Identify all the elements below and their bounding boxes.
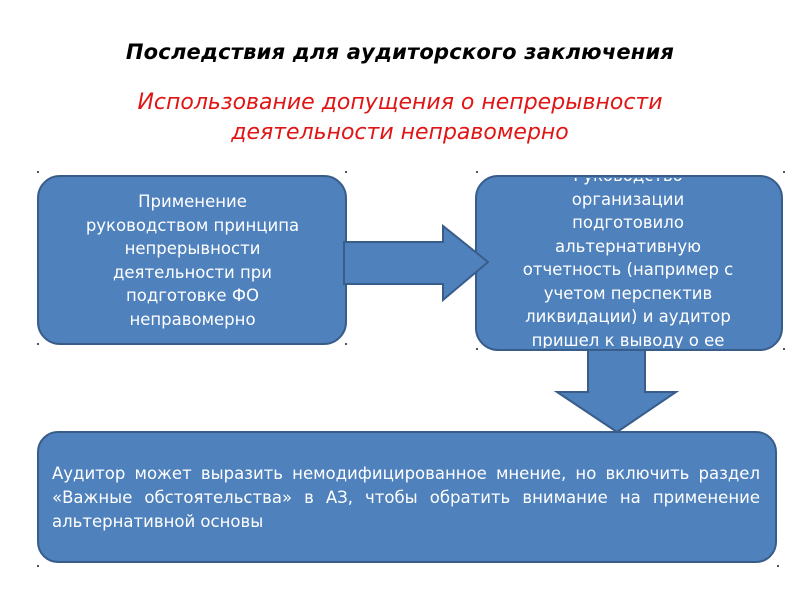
box-bottom	[37, 431, 777, 563]
subtitle-line: Использование допущения о непрерывности	[137, 90, 663, 115]
box-right-text: Руководство организации подготовило альт…	[488, 178, 768, 348]
box-left-line: неправомерно	[129, 309, 256, 329]
box-right-line: альтернативную	[554, 236, 702, 256]
decor-dot	[476, 348, 478, 350]
box-bottom-text: Аудитор может выразить немодифицированно…	[52, 464, 760, 531]
box-right-line: Руководство	[488, 178, 768, 188]
box-right-line: пришел к выводу о ее	[531, 330, 725, 349]
decor-dot	[37, 343, 39, 345]
box-left-line: непрерывности	[124, 239, 261, 258]
box-right-line: организации	[571, 189, 685, 209]
decor-dot	[783, 348, 785, 350]
box-right-line: подготовило	[572, 213, 684, 232]
decor-dot	[345, 343, 347, 345]
slide-title: Последствия для аудиторского заключения	[125, 40, 675, 64]
decor-dot	[37, 171, 39, 173]
box-left-line: руководством принципа	[85, 215, 300, 235]
decor-dot	[345, 171, 347, 173]
box-left-line: подготовке ФО	[125, 286, 260, 305]
decor-dot	[476, 171, 478, 173]
decor-dot	[783, 171, 785, 173]
box-right-line: ликвидации) и аудитор	[525, 307, 731, 326]
box-left-text: Применение руководством принципа непреры…	[50, 190, 335, 331]
subtitle-line: деятельности неправомерно	[231, 120, 569, 145]
arrow-down	[553, 349, 680, 434]
box-left-line: Применение	[138, 192, 247, 211]
box-right-line: учетом перспектив	[543, 283, 713, 303]
arrow-right	[343, 223, 490, 303]
decor-dot	[37, 565, 39, 567]
box-right-line: отчетность (например с	[522, 260, 734, 279]
box-left-line: деятельности при	[112, 262, 273, 282]
decor-dot	[777, 565, 779, 567]
slide-subtitle: Использование допущения о непрерывности …	[60, 88, 740, 148]
